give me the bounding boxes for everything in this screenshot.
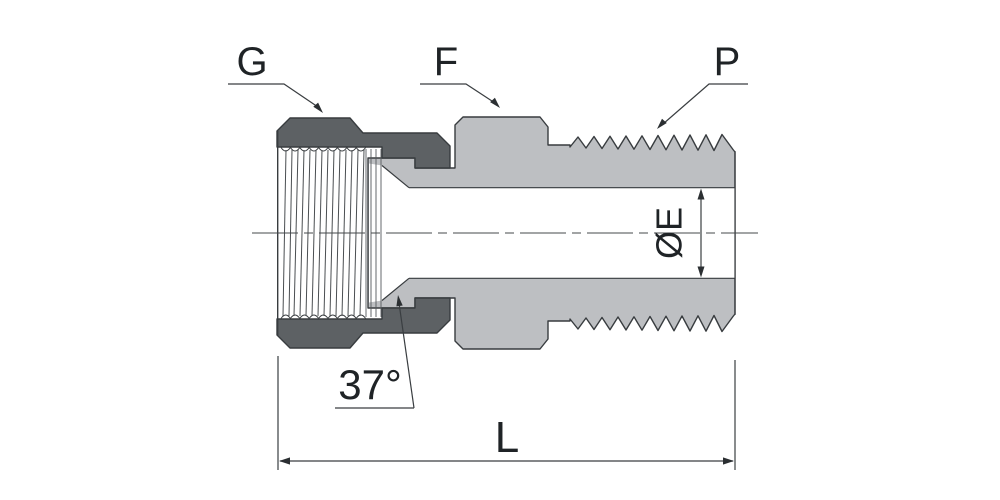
dimension-overall-length: L [277,356,736,470]
bore-dim-arrow-up [697,188,705,200]
g-leader-arrowhead [313,102,323,113]
f-leader-line [420,83,496,104]
angle-leader-arrowhead [396,295,403,307]
bore-diameter-label: ØE [649,207,690,259]
dimension-bore-diameter: ØE [649,188,705,278]
bore-dim-arrow-down [697,266,705,278]
length-arrow-right [723,457,734,465]
flare-cone-edge-top [381,165,410,189]
callout-g: G [228,40,323,113]
g-label: G [236,40,267,84]
callout-p: P [657,40,748,129]
length-arrow-left [279,457,290,465]
p-leader-line [662,83,748,125]
callout-f: F [420,40,500,108]
f-label: F [434,40,458,84]
nut-upper-half [276,117,451,169]
angle-callout: 37° [335,295,415,409]
f-leader-arrowhead [490,97,500,108]
p-leader-arrowhead [657,118,667,129]
thread-crest-bottom [280,314,367,320]
g-leader-line [228,83,319,108]
flare-cone-edge-bottom [381,277,410,301]
nut-lower-half [276,297,451,349]
p-label: P [714,40,741,84]
flare-angle-label: 37° [338,361,402,408]
angle-leader-line [398,302,415,409]
thread-crest-top [280,146,367,152]
overall-length-label: L [495,413,519,462]
